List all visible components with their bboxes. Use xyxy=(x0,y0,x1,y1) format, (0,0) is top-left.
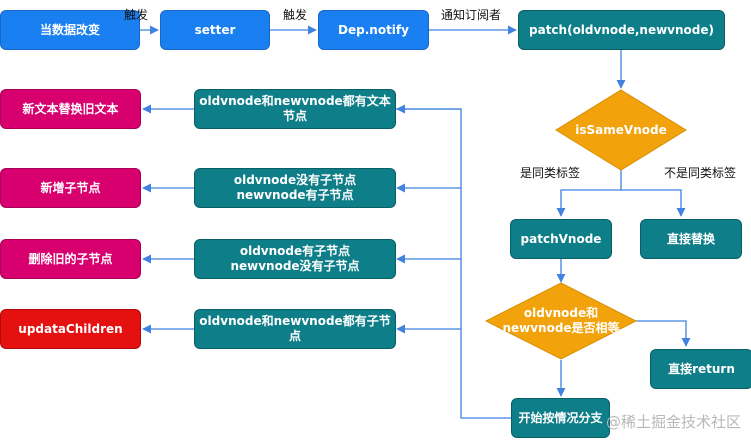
case-new-no-children-line-1: oldvnode有子节点 xyxy=(239,244,351,258)
patch-node: patch(oldvnode,newvnode) xyxy=(518,10,725,50)
arrow-issame-to-replace xyxy=(621,189,686,217)
same-tag-label: 是同类标签 xyxy=(520,166,581,180)
vnode-equal-label: oldvnode和 newvnode是否相等 xyxy=(496,306,626,336)
case-old-no-children-line-1: oldvnode没有子节点 xyxy=(233,173,357,187)
patch-vnode-node: patchVnode xyxy=(510,219,612,259)
line-branch-to-cases xyxy=(396,108,511,419)
trigger-label-2: 触发 xyxy=(283,8,308,22)
arrow-equal-to-return xyxy=(636,320,691,347)
case-old-no-children-node: oldvnode没有子节点 newvnode有子节点 xyxy=(194,168,396,208)
return-directly-node: 直接return xyxy=(650,349,751,389)
case-both-text-node: oldvnode和newvnode都有文本节点 xyxy=(194,89,396,129)
vnode-equal-diamond xyxy=(484,282,638,360)
vnode-equal-line-1: oldvnode和 xyxy=(523,306,599,320)
remove-children-node: 删除旧的子节点 xyxy=(0,239,141,279)
add-children-node: 新增子节点 xyxy=(0,168,141,208)
notify-subscribers-label: 通知订阅者 xyxy=(441,8,502,22)
setter-node: setter xyxy=(160,10,270,50)
case-old-no-children-line-2: newvnode有子节点 xyxy=(236,188,354,202)
case-new-no-children-line-2: newvnode没有子节点 xyxy=(230,259,360,273)
is-same-vnode-label: isSameVnode xyxy=(575,122,667,137)
replace-text-node: 新文本替换旧文本 xyxy=(0,89,141,129)
trigger-label-1: 触发 xyxy=(124,8,149,22)
data-change-node: 当数据改变 xyxy=(0,10,140,50)
watermark: @稀土掘金技术社区 xyxy=(605,413,741,431)
case-both-children-node: oldvnode和newvnode都有子节点 xyxy=(194,309,396,349)
replace-directly-node: 直接替换 xyxy=(640,219,742,259)
case-new-no-children-node: oldvnode有子节点 newvnode没有子节点 xyxy=(194,239,396,279)
branch-by-case-node: 开始按情况分支 xyxy=(511,398,610,438)
vnode-equal-line-2: newvnode是否相等 xyxy=(502,321,620,335)
dep-notify-node: Dep.notify xyxy=(318,10,429,50)
is-same-vnode-diamond xyxy=(555,89,687,171)
arrow-issame-to-patchvnode xyxy=(556,170,622,217)
update-children-node: updataChildren xyxy=(0,309,141,349)
not-same-tag-label: 不是同类标签 xyxy=(664,166,737,180)
